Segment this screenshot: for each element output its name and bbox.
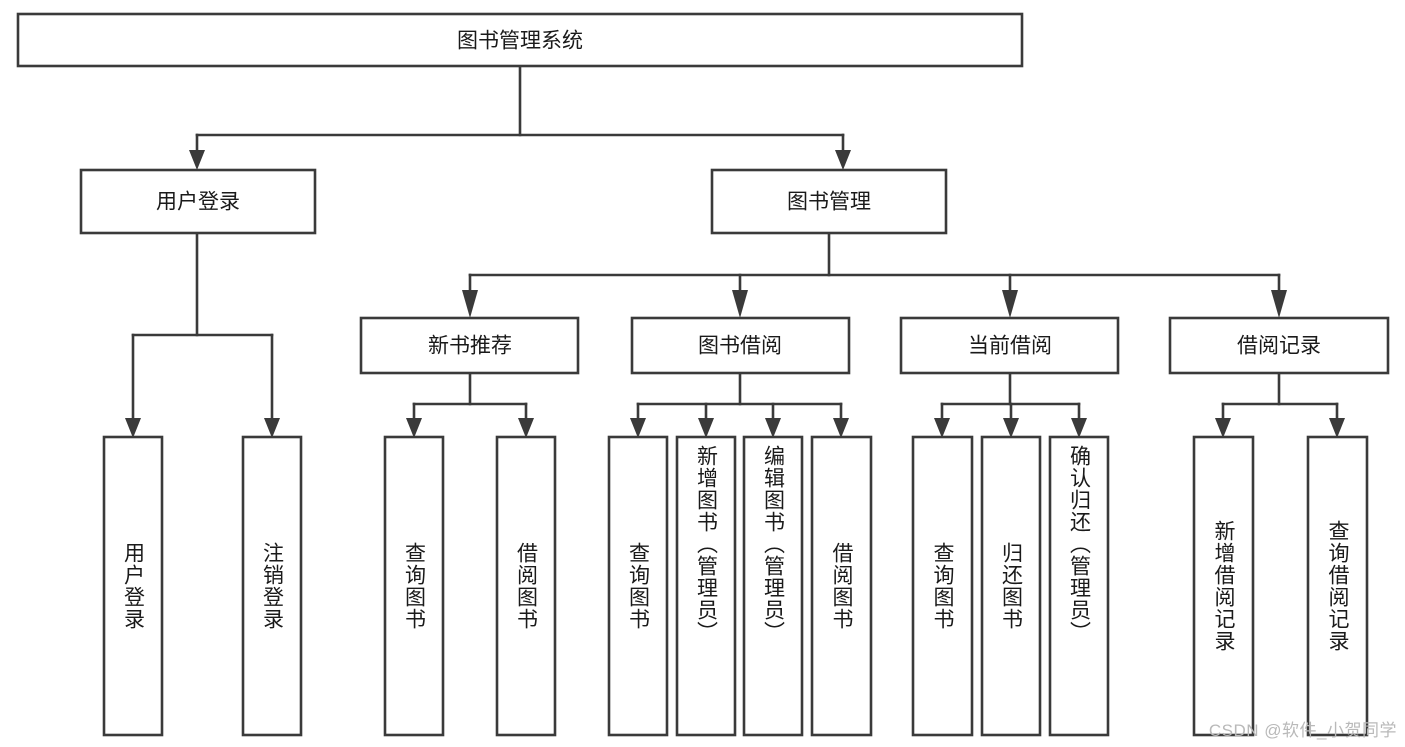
connector-root-to-level2	[189, 64, 851, 170]
connector-userlogin-to-leaves	[125, 231, 280, 438]
connector-borrowrecord-to-leaves	[1215, 371, 1345, 438]
node-new-book-recommend-label: 新书推荐	[428, 335, 512, 358]
connector-currentborrow-to-leaves	[934, 371, 1087, 438]
leaf-box-return-book[interactable]	[980, 435, 1042, 737]
leaf-box-borrow-book-2[interactable]	[810, 435, 873, 737]
node-root-label: 图书管理系统	[457, 30, 583, 53]
node-user-login[interactable]	[79, 168, 317, 235]
leaf-box-add-record[interactable]	[1192, 435, 1255, 737]
leaf-box-query-record[interactable]	[1306, 435, 1369, 737]
node-current-borrow[interactable]	[899, 316, 1120, 375]
leaf-box-confirm-return[interactable]	[1048, 435, 1110, 737]
connector-bookmgmt-to-level3	[462, 231, 1287, 318]
leaf-box-borrow-book-1[interactable]	[495, 435, 557, 737]
node-borrow-record-label: 借阅记录	[1237, 335, 1321, 358]
node-book-management[interactable]	[710, 168, 948, 235]
connector-bookborrow-to-leaves	[630, 371, 849, 438]
leaf-box-query-book-2[interactable]	[607, 435, 669, 737]
arrow-to-user-login	[189, 150, 205, 170]
node-book-borrow-label: 图书借阅	[698, 335, 782, 358]
leaf-box-query-book-3[interactable]	[911, 435, 974, 737]
node-new-book-recommend[interactable]	[359, 316, 580, 375]
leaf-box-add-book[interactable]	[675, 435, 737, 737]
node-book-management-label: 图书管理	[787, 191, 871, 214]
leaf-box-edit-book[interactable]	[742, 435, 804, 737]
connector-newbook-to-leaves	[406, 371, 534, 438]
node-book-borrow[interactable]	[630, 316, 851, 375]
node-user-login-label: 用户登录	[156, 191, 240, 214]
leaf-box-query-book-1[interactable]	[383, 435, 445, 737]
watermark-text: CSDN @软件_小贺同学	[1208, 721, 1397, 740]
leaf-box-logout[interactable]	[241, 435, 303, 737]
arrow-to-book-management	[835, 150, 851, 170]
leaf-box-user-login[interactable]	[102, 435, 164, 737]
node-root[interactable]	[16, 12, 1024, 68]
node-borrow-record[interactable]	[1168, 316, 1390, 375]
node-current-borrow-label: 当前借阅	[968, 335, 1052, 358]
